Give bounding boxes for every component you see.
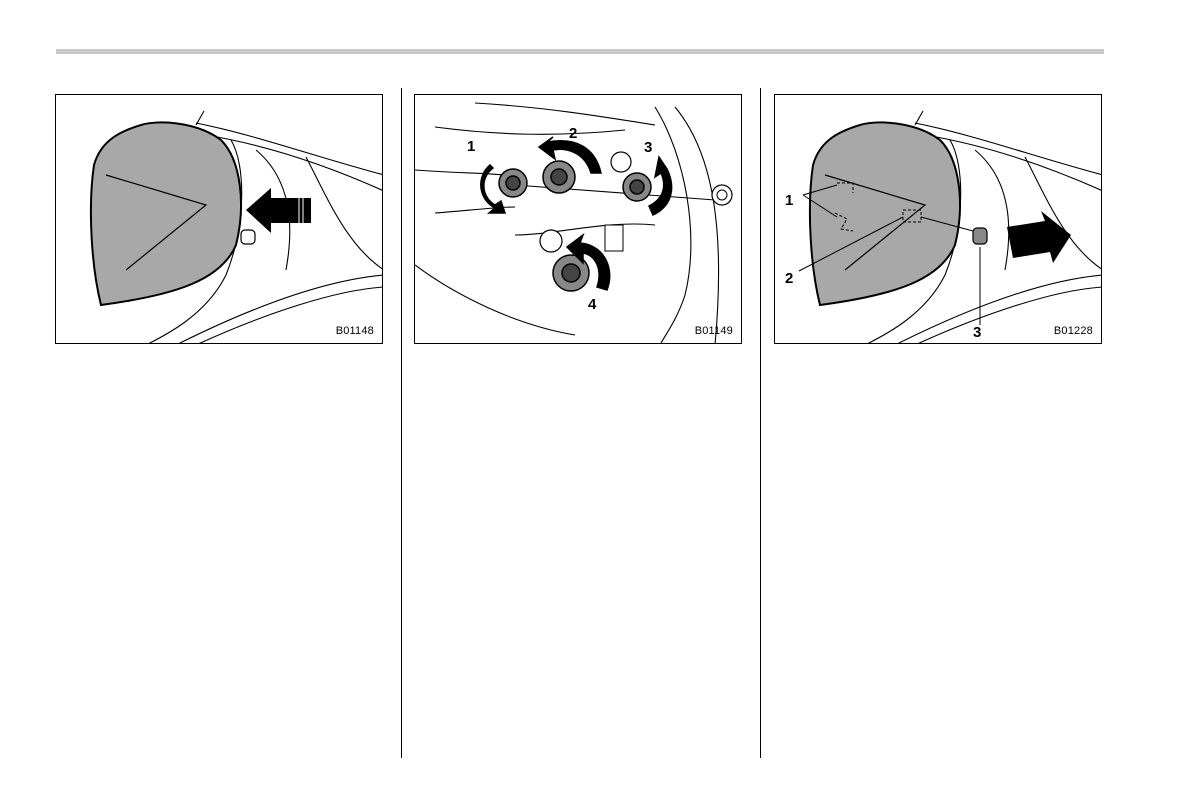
socket-1 xyxy=(481,165,527,213)
figure-b01148: B01148 xyxy=(55,94,383,344)
figure-code: B01228 xyxy=(1054,325,1093,337)
socket-2 xyxy=(539,137,601,193)
bulb-sockets-illustration xyxy=(415,95,742,344)
figure-b01149: 1 2 3 4 B01149 xyxy=(414,94,742,344)
push-arrow-icon xyxy=(246,188,311,233)
lamp-removal-illustration xyxy=(56,95,383,344)
figure-code: B01149 xyxy=(695,325,733,337)
column-divider-1 xyxy=(401,88,402,758)
rotate-arrow-icon xyxy=(649,157,672,215)
tail-lamp-lens xyxy=(91,122,241,305)
pull-arrow-icon xyxy=(1007,211,1071,263)
callout-1: 1 xyxy=(785,193,793,208)
figure-code: B01148 xyxy=(336,325,374,337)
header-rule xyxy=(56,49,1104,54)
lamp-install-illustration xyxy=(775,95,1102,344)
clip-icon xyxy=(973,228,987,244)
callout-3: 3 xyxy=(973,325,981,340)
callout-1: 1 xyxy=(467,139,475,154)
callout-2: 2 xyxy=(569,126,577,141)
callout-3: 3 xyxy=(644,140,652,155)
callout-2: 2 xyxy=(785,271,793,286)
clip-icon xyxy=(241,230,255,244)
column-divider-2 xyxy=(760,88,761,758)
figure-b01228: 1 2 3 B01228 xyxy=(774,94,1102,344)
callout-4: 4 xyxy=(588,297,596,312)
